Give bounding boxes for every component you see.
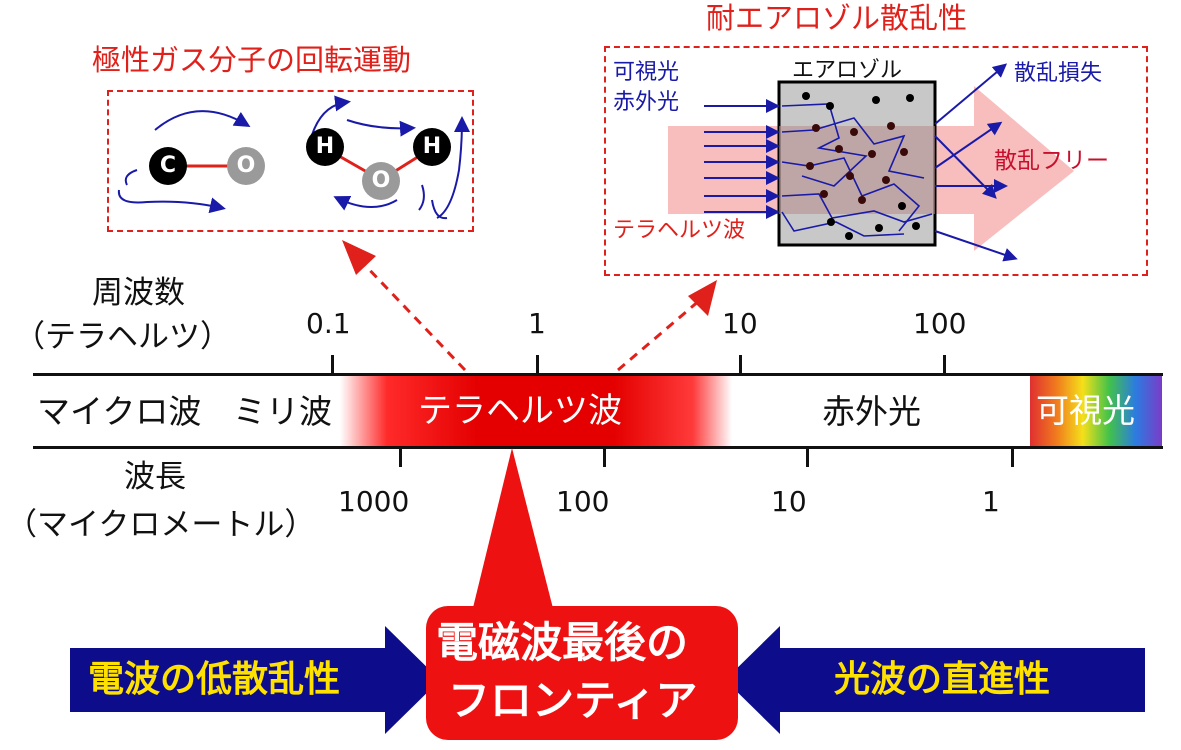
- aerosol-particle: [875, 224, 883, 232]
- hydrogen-atom-right: H: [413, 128, 451, 166]
- carbon-atom-label: C: [159, 153, 177, 178]
- aerosol-particle: [846, 172, 854, 180]
- aerosol-particle: [858, 196, 866, 204]
- wl-tick: [399, 449, 402, 467]
- terahertz-band: [340, 376, 732, 446]
- visible-light-label: 可視光: [613, 60, 680, 85]
- band-microwave: マイクロ波: [37, 392, 202, 431]
- aerosol-box: [604, 46, 1148, 276]
- freq-tick: [943, 355, 946, 373]
- oxygen-atom-co: O: [227, 147, 265, 185]
- carbon-atom: C: [149, 147, 187, 185]
- band-top-line: [33, 373, 1163, 376]
- aerosol-particle: [820, 190, 828, 198]
- frontier-callout: [426, 606, 738, 740]
- aerosol-particle: [906, 94, 914, 102]
- terahertz-label-aerosol: テラヘルツ波: [613, 218, 746, 243]
- aerosol-particle: [887, 122, 895, 130]
- band-visible: 可視光: [1036, 391, 1135, 430]
- aerosol-particle: [900, 148, 908, 156]
- band-terahertz: テラヘルツ波: [418, 391, 622, 431]
- aerosol-particle: [845, 232, 853, 240]
- wavelength-unit-label: （マイクロメートル）: [6, 507, 316, 543]
- aerosol-particle: [812, 124, 820, 132]
- frontier-line-1: 電磁波最後の: [436, 618, 689, 667]
- aerosol-box-label: エアロゾル: [792, 58, 903, 83]
- freq-tick: [331, 355, 334, 373]
- freq-tick-label-100: 100: [913, 307, 967, 340]
- wavelength-label: 波長: [124, 459, 186, 495]
- light-straightness-label: 光波の直進性: [834, 659, 1051, 700]
- scatter-free-label: 散乱フリー: [994, 148, 1109, 174]
- aerosol-particle: [827, 218, 835, 226]
- aerosol-particle: [898, 202, 906, 210]
- wl-tick-label-10: 10: [771, 485, 807, 518]
- oxygen-atom-co-label: O: [236, 153, 256, 178]
- wl-tick-label-1: 1: [982, 485, 1000, 518]
- frontier-line-2: フロンティア: [448, 676, 698, 725]
- hydrogen-atom-left: H: [306, 128, 344, 166]
- band-millimeter: ミリ波: [233, 392, 332, 431]
- aerosol-particle: [835, 145, 843, 153]
- band-bottom-line: [33, 446, 1163, 449]
- aerosol-particle: [806, 162, 814, 170]
- aerosol-particle: [802, 92, 810, 100]
- aerosol-particle: [882, 176, 890, 184]
- aerosol-particle: [826, 102, 834, 110]
- oxygen-atom-h2o-label: O: [371, 168, 391, 193]
- polar-molecule-title: 極性ガス分子の回転運動: [92, 43, 412, 77]
- wl-tick-label-100: 100: [556, 485, 610, 518]
- scatter-loss-label: 散乱損失: [1014, 61, 1103, 86]
- aerosol-title: 耐エアロゾル散乱性: [706, 1, 968, 35]
- hydrogen-atom-left-label: H: [315, 134, 335, 159]
- wl-tick: [806, 449, 809, 467]
- freq-tick: [739, 355, 742, 373]
- freq-tick: [536, 355, 539, 373]
- aerosol-particle: [872, 96, 880, 104]
- aerosol-particle: [850, 128, 858, 136]
- infrared-label: 赤外光: [613, 90, 680, 115]
- wl-tick-label-1000: 1000: [338, 485, 410, 518]
- freq-tick-label-1: 1: [528, 307, 546, 340]
- aerosol-particle: [868, 150, 876, 158]
- aerosol-diagram: [668, 63, 1074, 262]
- wl-tick: [1011, 449, 1014, 467]
- visible-band: [1030, 376, 1162, 446]
- freq-tick-label-10: 10: [722, 307, 758, 340]
- aerosol-particle: [912, 222, 920, 230]
- wl-tick: [603, 449, 606, 467]
- radio-low-scatter-label: 電波の低散乱性: [88, 659, 341, 700]
- frequency-label: 周波数: [92, 275, 185, 311]
- oxygen-atom-h2o: O: [362, 162, 400, 200]
- hydrogen-atom-right-label: H: [422, 134, 442, 159]
- frequency-unit-label: （テラヘルツ）: [14, 319, 231, 355]
- freq-tick-label-0.1: 0.1: [306, 307, 351, 340]
- band-infrared: 赤外光: [822, 392, 921, 431]
- polar-molecule-box: [107, 90, 474, 232]
